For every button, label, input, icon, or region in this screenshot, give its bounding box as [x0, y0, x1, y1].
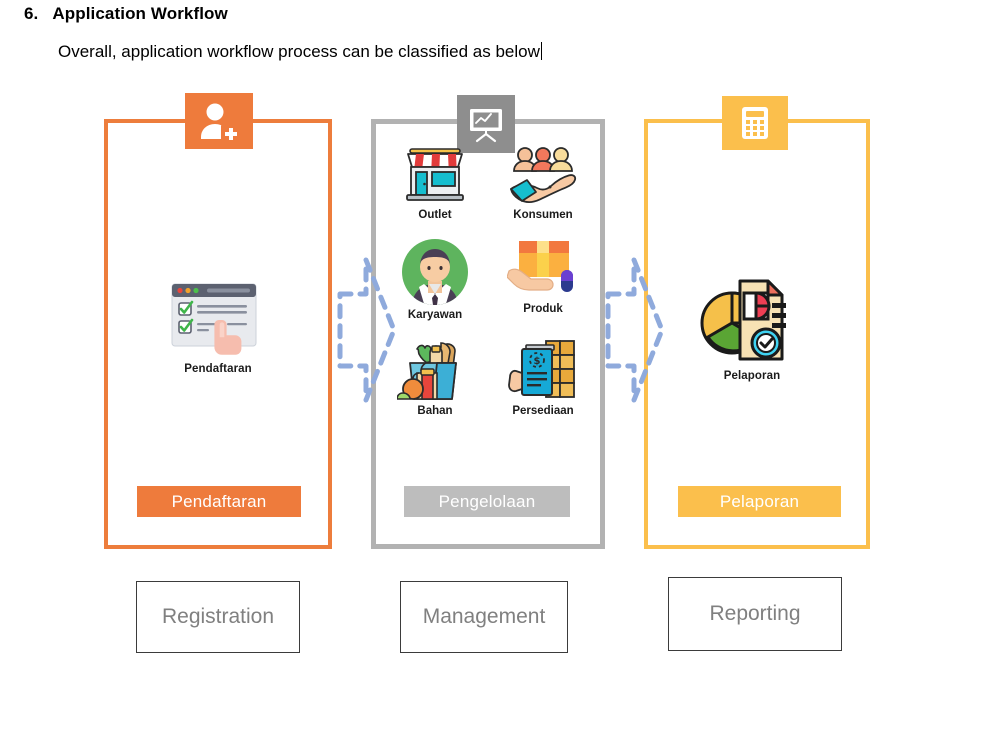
section-heading: 6. Application Workflow: [24, 4, 228, 24]
add-user-icon: [185, 93, 253, 149]
management-item: Produk: [489, 237, 597, 321]
pengelolaan-button[interactable]: Pengelolaan: [404, 486, 570, 517]
management-item-label: Persediaan: [512, 405, 574, 417]
report-pie-document-icon: [700, 279, 786, 361]
management-item-label: Outlet: [418, 209, 452, 221]
management-item: $ Persediaan: [489, 337, 597, 417]
management-item-label: Konsumen: [513, 209, 573, 221]
management-item-label: Karyawan: [407, 309, 463, 321]
pengelolaan-button-label: Pengelolaan: [438, 491, 536, 511]
management-item: Bahan: [381, 337, 489, 417]
employee-icon: [402, 239, 468, 305]
management-label-text: Management: [422, 605, 546, 628]
management-icon-grid: Outlet Konsumen: [381, 145, 597, 417]
arrow-management-to-reporting: [604, 256, 666, 404]
pelaporan-button[interactable]: Pelaporan: [678, 486, 841, 517]
svg-text:$: $: [534, 356, 541, 367]
subtitle-text: Overall, application workflow process ca…: [58, 42, 540, 61]
reporting-illustration: Pelaporan: [694, 275, 810, 382]
reporting-label-text: Reporting: [709, 602, 801, 625]
registration-form-icon: [171, 283, 257, 355]
pendaftaran-button[interactable]: Pendaftaran: [137, 486, 301, 517]
arrow-registration-to-management: [336, 256, 398, 404]
reporting-illustration-caption: Pelaporan: [723, 370, 781, 382]
customers-icon: [510, 147, 577, 203]
page-title: Application Workflow: [52, 4, 228, 23]
section-number: 6.: [24, 4, 39, 23]
management-item: Karyawan: [381, 237, 489, 321]
presentation-chart-icon: [457, 95, 515, 153]
registration-label-box: Registration: [136, 581, 300, 653]
shop-icon: [406, 148, 464, 201]
management-item-label: Bahan: [417, 405, 453, 417]
management-item-label: Produk: [523, 303, 563, 315]
text-cursor: [540, 42, 542, 60]
pelaporan-button-label: Pelaporan: [719, 491, 800, 511]
section-subtitle: Overall, application workflow process ca…: [58, 42, 542, 62]
management-item: Outlet: [381, 145, 489, 221]
registration-illustration-caption: Pendaftaran: [184, 363, 252, 375]
registration-label-text: Registration: [161, 605, 275, 628]
management-label-box: Management: [400, 581, 568, 653]
registration-illustration: Pendaftaran: [160, 278, 276, 375]
pendaftaran-button-label: Pendaftaran: [171, 491, 267, 511]
product-box-icon: [507, 241, 573, 292]
reporting-label-box: Reporting: [668, 577, 842, 651]
grocery-bag-icon: [397, 342, 457, 400]
inventory-icon: $: [508, 340, 575, 398]
management-item: Konsumen: [489, 145, 597, 221]
calculator-icon: [722, 96, 788, 150]
